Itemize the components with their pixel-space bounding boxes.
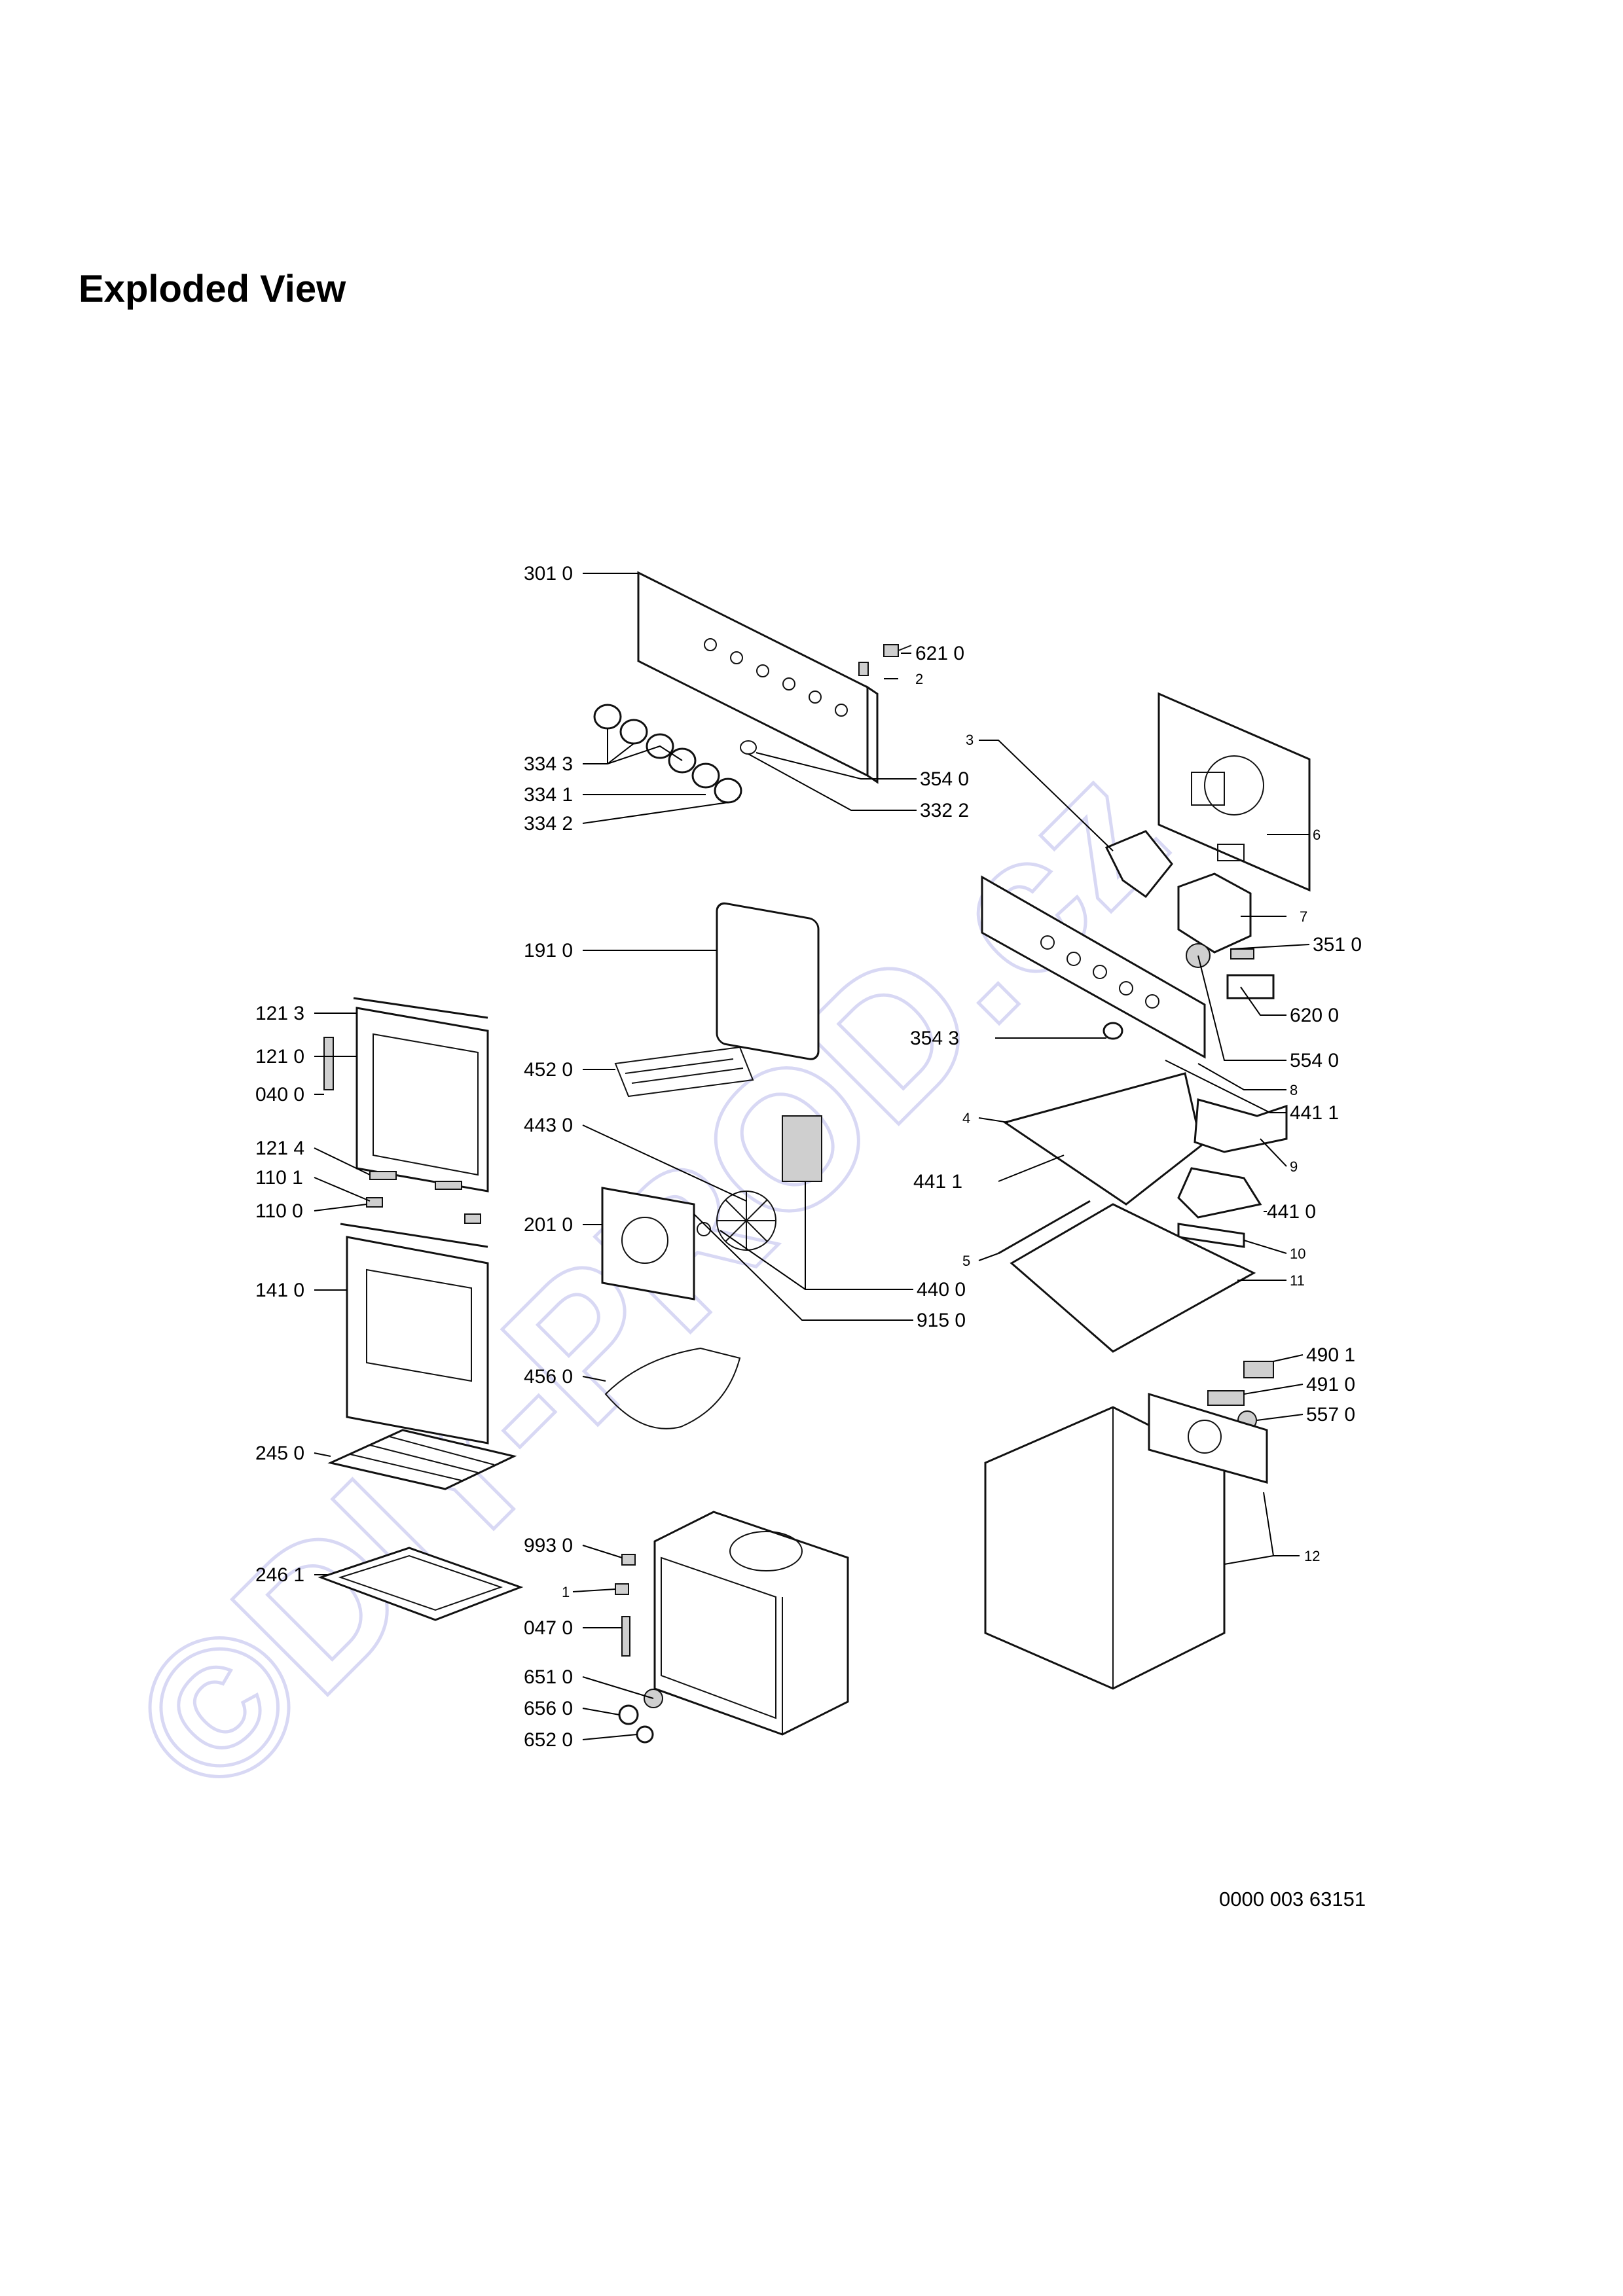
label-490-1: 490 1 xyxy=(1306,1344,1355,1366)
part-inner-door xyxy=(353,997,489,1193)
part-knobs xyxy=(593,704,757,804)
label-201-0: 201 0 xyxy=(524,1214,573,1236)
label-040-0: 040 0 xyxy=(255,1084,304,1105)
label-11: 11 xyxy=(1290,1272,1305,1289)
part-fan-motor xyxy=(716,1115,822,1251)
label-334-2: 334 2 xyxy=(524,813,573,834)
label-334-1: 334 1 xyxy=(524,784,573,806)
part-top-plate xyxy=(1002,1072,1203,1206)
part-blocks xyxy=(1177,1098,1288,1248)
label-4: 4 xyxy=(962,1110,970,1126)
label-354-3: 354 3 xyxy=(910,1028,959,1049)
label-456-0: 456 0 xyxy=(524,1366,573,1388)
label-491-0: 491 0 xyxy=(1306,1374,1355,1395)
label-10: 10 xyxy=(1290,1246,1305,1262)
label-993-0: 993 0 xyxy=(524,1535,573,1556)
part-bottom-plate xyxy=(998,1200,1256,1353)
part-selector-parts xyxy=(1186,943,1275,999)
part-cover-3 xyxy=(1104,830,1173,899)
part-lamp xyxy=(1103,1022,1123,1040)
label-452-0: 452 0 xyxy=(524,1059,573,1081)
label-354-0: 354 0 xyxy=(920,768,969,790)
part-cavity-small-parts xyxy=(615,1554,636,1657)
label-621-0: 621 0 xyxy=(915,643,964,664)
label-1: 1 xyxy=(562,1584,570,1600)
label-557-0: 557 0 xyxy=(1306,1404,1355,1426)
label-121-0: 121 0 xyxy=(255,1046,304,1067)
label-110-0: 110 0 xyxy=(255,1200,303,1222)
label-441-1-a: 441 1 xyxy=(1290,1102,1339,1124)
label-656-0: 656 0 xyxy=(524,1698,573,1719)
label-440-0: 440 0 xyxy=(917,1279,966,1300)
page-title: Exploded View xyxy=(79,268,346,310)
label-12: 12 xyxy=(1304,1548,1320,1564)
label-443-0: 443 0 xyxy=(524,1115,573,1136)
label-141-0: 141 0 xyxy=(255,1280,304,1301)
label-246-1: 246 1 xyxy=(255,1564,304,1586)
label-915-0: 915 0 xyxy=(917,1310,966,1331)
part-baking-tray xyxy=(318,1547,524,1621)
label-7: 7 xyxy=(1300,908,1307,925)
part-oven-cavity xyxy=(653,1511,849,1736)
label-441-0: 441 0 xyxy=(1267,1201,1316,1223)
part-rear-panel xyxy=(1158,692,1311,892)
document-number: 0000 003 63151 xyxy=(1219,1888,1366,1910)
label-5: 5 xyxy=(962,1253,970,1269)
label-8: 8 xyxy=(1290,1082,1298,1098)
label-3: 3 xyxy=(966,732,974,748)
label-245-0: 245 0 xyxy=(255,1443,304,1464)
part-switch xyxy=(883,644,912,657)
part-hinge xyxy=(323,1037,334,1090)
label-334-3: 334 3 xyxy=(524,753,573,775)
label-121-3: 121 3 xyxy=(255,1003,304,1024)
part-lamp-assembly xyxy=(618,1689,663,1744)
label-620-0: 620 0 xyxy=(1290,1005,1339,1026)
label-191-0: 191 0 xyxy=(524,940,573,961)
part-control-panel xyxy=(637,571,879,784)
part-oven-housing xyxy=(984,1392,1268,1690)
label-441-1-b: 441 1 xyxy=(913,1171,962,1193)
label-351-0: 351 0 xyxy=(1313,934,1362,956)
part-module-box xyxy=(1177,872,1252,954)
leader-lines xyxy=(314,573,1310,1740)
part-outer-door xyxy=(340,1223,489,1444)
part-oven-shelf xyxy=(327,1429,517,1490)
label-2: 2 xyxy=(915,671,923,687)
label-652-0: 652 0 xyxy=(524,1729,573,1751)
part-fan-cover xyxy=(601,1187,711,1300)
part-door-clips xyxy=(366,1171,481,1224)
part-front-frame xyxy=(981,875,1206,1059)
part-door-seal xyxy=(716,902,820,1060)
label-047-0: 047 0 xyxy=(524,1617,573,1639)
label-9: 9 xyxy=(1290,1158,1298,1175)
label-332-2: 332 2 xyxy=(920,800,969,821)
part-grill-element xyxy=(614,1046,754,1098)
label-121-4: 121 4 xyxy=(255,1138,304,1159)
label-301-0: 301 0 xyxy=(524,563,573,584)
label-651-0: 651 0 xyxy=(524,1666,573,1688)
part-labels: 301 0 621 0 2 334 3 354 0 334 1 332 2 33… xyxy=(255,563,1362,1751)
part-bottom-element xyxy=(604,1347,741,1429)
label-6: 6 xyxy=(1313,827,1321,843)
label-110-1: 110 1 xyxy=(255,1167,303,1189)
label-554-0: 554 0 xyxy=(1290,1050,1339,1071)
